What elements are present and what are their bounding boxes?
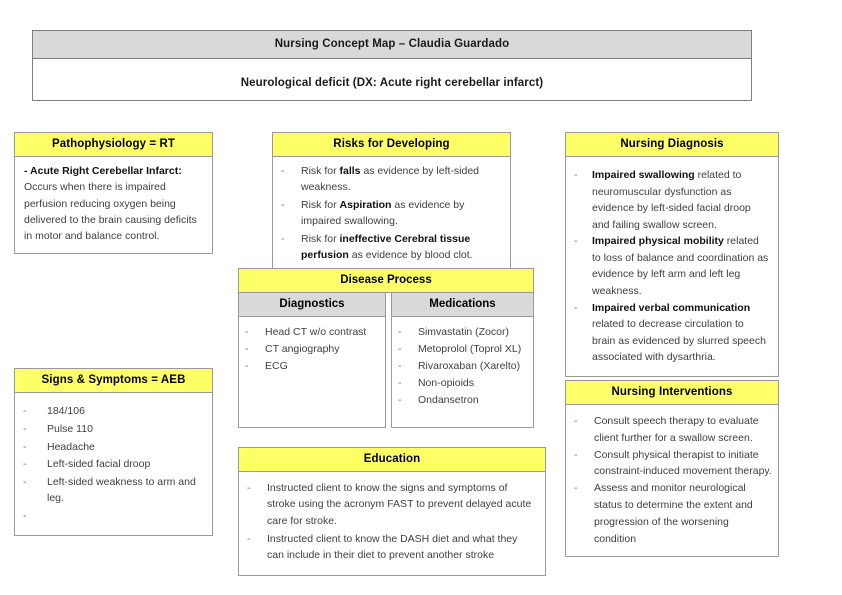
- risks-list: Risk for falls as evidence by left-sided…: [275, 164, 502, 264]
- list-item: Left-sided facial droop: [17, 457, 206, 473]
- disease-process-columns: Diagnostics Head CT w/o contrast CT angi…: [238, 292, 534, 428]
- list-item: Consult physical therapist to initiate c…: [568, 447, 772, 481]
- concept-map-title: Nursing Concept Map – Claudia Guardado: [33, 31, 751, 59]
- education-title: Education: [239, 448, 545, 472]
- list-item: ECG: [239, 359, 381, 375]
- list-item: Simvastatin (Zocor): [392, 325, 529, 341]
- list-item: Risk for falls as evidence by left-sided…: [275, 164, 502, 196]
- nursing-diagnosis-box: Nursing Diagnosis Impaired swallowing re…: [565, 132, 779, 377]
- list-item: CT angiography: [239, 342, 381, 358]
- nursing-interventions-box: Nursing Interventions Consult speech the…: [565, 380, 779, 558]
- diagnostics-header: Diagnostics: [239, 293, 385, 317]
- signs-and-symptoms-box: Signs & Symptoms = AEB 184/106 Pulse 110…: [14, 368, 213, 536]
- education-box: Education Instructed client to know the …: [238, 447, 546, 577]
- education-body: Instructed client to know the signs and …: [239, 472, 545, 575]
- risks-title: Risks for Developing: [273, 133, 510, 157]
- concept-map-header-table: Nursing Concept Map – Claudia Guardado N…: [32, 30, 752, 101]
- list-item: Consult speech therapy to evaluate clien…: [568, 413, 772, 447]
- nursing-interventions-list: Consult speech therapy to evaluate clien…: [568, 413, 772, 547]
- list-item: Metoprolol (Toprol XL): [392, 342, 529, 358]
- nursing-diagnosis-body: Impaired swallowing related to neuromusc…: [566, 157, 778, 376]
- pathophysiology-body: - Acute Right Cerebellar Infarct: Occurs…: [15, 157, 212, 253]
- primary-diagnosis-banner: Neurological deficit (DX: Acute right ce…: [240, 77, 544, 89]
- list-item: 184/106: [17, 404, 206, 420]
- disease-process-box: Disease Process Diagnostics Head CT w/o …: [238, 268, 534, 428]
- list-item: Impaired verbal communication related to…: [568, 300, 770, 366]
- list-item: Risk for ineffective Cerebral tissue per…: [275, 232, 502, 264]
- list-item: Risk for Aspiration as evidence by impai…: [275, 198, 502, 230]
- nursing-interventions-title: Nursing Interventions: [566, 381, 778, 405]
- list-item: Pulse 110: [17, 422, 206, 438]
- list-item-empty: [17, 509, 206, 525]
- disease-process-title: Disease Process: [238, 268, 534, 293]
- list-item: Impaired physical mobility related to lo…: [568, 233, 770, 299]
- diagnostics-body: Head CT w/o contrast CT angiography ECG: [239, 317, 385, 427]
- diagnostics-column: Diagnostics Head CT w/o contrast CT angi…: [238, 292, 386, 428]
- pathophysiology-title: Pathophysiology = RT: [15, 133, 212, 157]
- list-item: Headache: [17, 440, 206, 456]
- list-item: Impaired swallowing related to neuromusc…: [568, 167, 770, 233]
- list-item: Ondansetron: [392, 393, 529, 409]
- risks-for-developing-box: Risks for Developing Risk for falls as e…: [272, 132, 511, 276]
- signs-and-symptoms-title: Signs & Symptoms = AEB: [15, 369, 212, 393]
- medications-header: Medications: [391, 293, 533, 317]
- list-item: Non-opioids: [392, 376, 529, 392]
- signs-and-symptoms-body: 184/106 Pulse 110 Headache Left-sided fa…: [15, 393, 212, 535]
- medications-column: Medications Simvastatin (Zocor) Metoprol…: [390, 292, 534, 428]
- list-item: Instructed client to know the signs and …: [241, 480, 535, 529]
- list-item: Instructed client to know the DASH diet …: [241, 531, 535, 564]
- pathophysiology-lead: - Acute Right Cerebellar Infarct:: [24, 165, 182, 177]
- pathophysiology-box: Pathophysiology = RT - Acute Right Cereb…: [14, 132, 213, 255]
- nursing-interventions-body: Consult speech therapy to evaluate clien…: [566, 405, 778, 556]
- nursing-diagnosis-list: Impaired swallowing related to neuromusc…: [568, 167, 770, 366]
- pathophysiology-text: Occurs when there is impaired perfusion …: [24, 181, 197, 243]
- list-item: Assess and monitor neurological status t…: [568, 480, 772, 547]
- list-item: Left-sided weakness to arm and leg.: [17, 475, 206, 507]
- list-item: Rivaroxaban (Xarelto): [392, 359, 529, 375]
- education-list: Instructed client to know the signs and …: [241, 480, 535, 563]
- list-item: Head CT w/o contrast: [239, 325, 381, 341]
- medications-body: Simvastatin (Zocor) Metoprolol (Toprol X…: [392, 317, 533, 427]
- risks-body: Risk for falls as evidence by left-sided…: [273, 157, 510, 275]
- nursing-diagnosis-title: Nursing Diagnosis: [566, 133, 778, 157]
- signs-and-symptoms-list: 184/106 Pulse 110 Headache Left-sided fa…: [17, 404, 206, 525]
- medications-list: Simvastatin (Zocor) Metoprolol (Toprol X…: [392, 325, 529, 409]
- diagnostics-list: Head CT w/o contrast CT angiography ECG: [239, 325, 381, 375]
